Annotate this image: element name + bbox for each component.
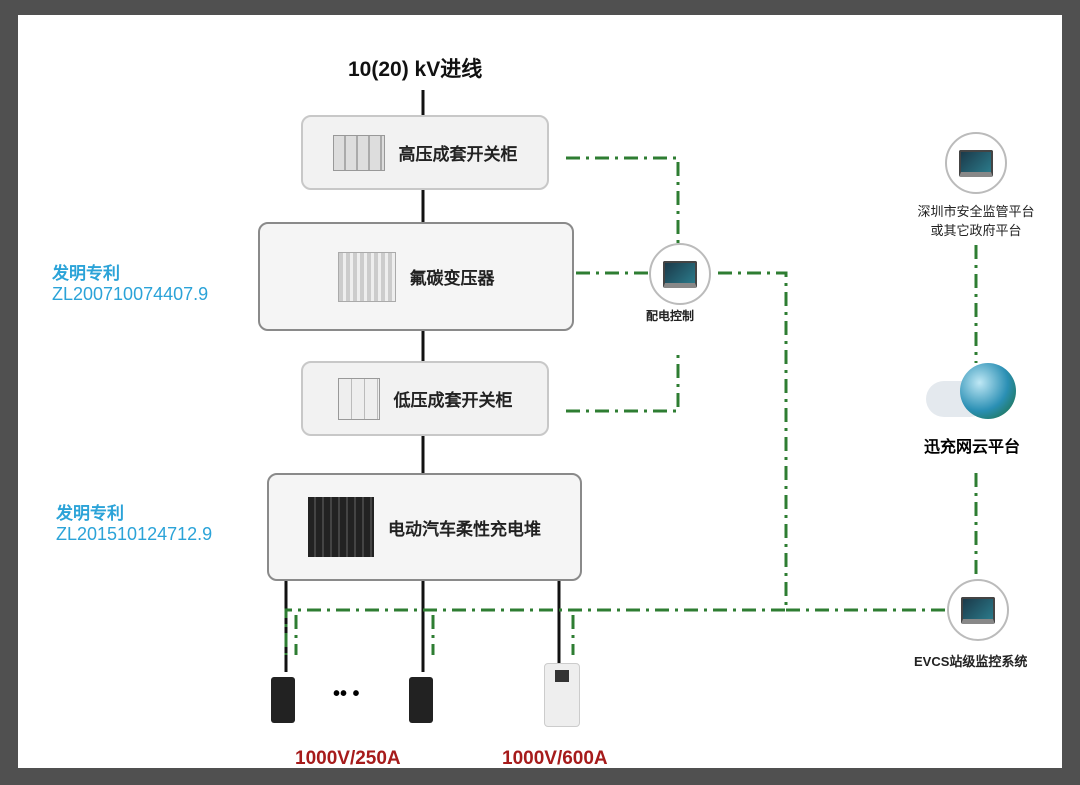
distribution-control-label: 配电控制 (646, 309, 695, 323)
charging-stack-label: 电动汽车柔性充电堆 (388, 519, 541, 539)
transformer-icon (337, 251, 396, 302)
switchgear-icon (337, 377, 380, 420)
patent-label: 发明专利 (56, 504, 124, 523)
patent-number: ZL201510124712.9 (56, 524, 213, 544)
lv-switchgear-box: 低压成套开关柜 (301, 361, 549, 436)
patent-label: 发明专利 (52, 264, 120, 283)
laptop-icon (663, 260, 697, 288)
charger-600a-icon (544, 663, 580, 727)
patent-number: ZL200710074407.9 (52, 284, 209, 304)
laptop-icon (959, 149, 993, 177)
gov-platform-label: 深圳市安全监管平台或其它政府平台 (908, 201, 1044, 239)
laptop-icon (961, 596, 995, 624)
charging-stack-box: 电动汽车柔性充电堆 (267, 473, 582, 581)
cloud-globe-icon (926, 363, 1018, 421)
rating-600a: 1000V/600A (502, 748, 608, 769)
cloud-platform-label: 迅充网云平台 (924, 439, 1021, 456)
charger-250a-icon (409, 677, 433, 723)
diagram-canvas: 10(20) kV进线 高压成套开关柜 氟碳变压器 低压成套开关柜 电动汽车柔性… (18, 15, 1062, 769)
ellipsis: •• • (333, 683, 360, 705)
evcs-label: EVCS站级监控系统 (914, 654, 1028, 669)
charger-250a-icon (271, 677, 295, 723)
transformer-label: 氟碳变压器 (409, 269, 495, 288)
gov-line2: 或其它政府平台 (930, 223, 1022, 238)
distribution-control-node (649, 243, 711, 305)
transformer-box: 氟碳变压器 (258, 222, 574, 331)
switchgear-icon (332, 134, 385, 171)
rating-250a: 1000V/250A (295, 748, 401, 769)
hv-switchgear-box: 高压成套开关柜 (301, 115, 549, 190)
charging-cabinet-icon (308, 497, 374, 557)
gov-platform-node (945, 132, 1007, 194)
connection-lines (284, 90, 978, 672)
evcs-node (947, 579, 1009, 641)
hv-switchgear-label: 高压成套开关柜 (398, 145, 518, 164)
lv-switchgear-label: 低压成套开关柜 (393, 391, 513, 410)
gov-line1: 深圳市安全监管平台 (917, 204, 1035, 219)
incoming-line-title: 10(20) kV进线 (348, 58, 483, 81)
